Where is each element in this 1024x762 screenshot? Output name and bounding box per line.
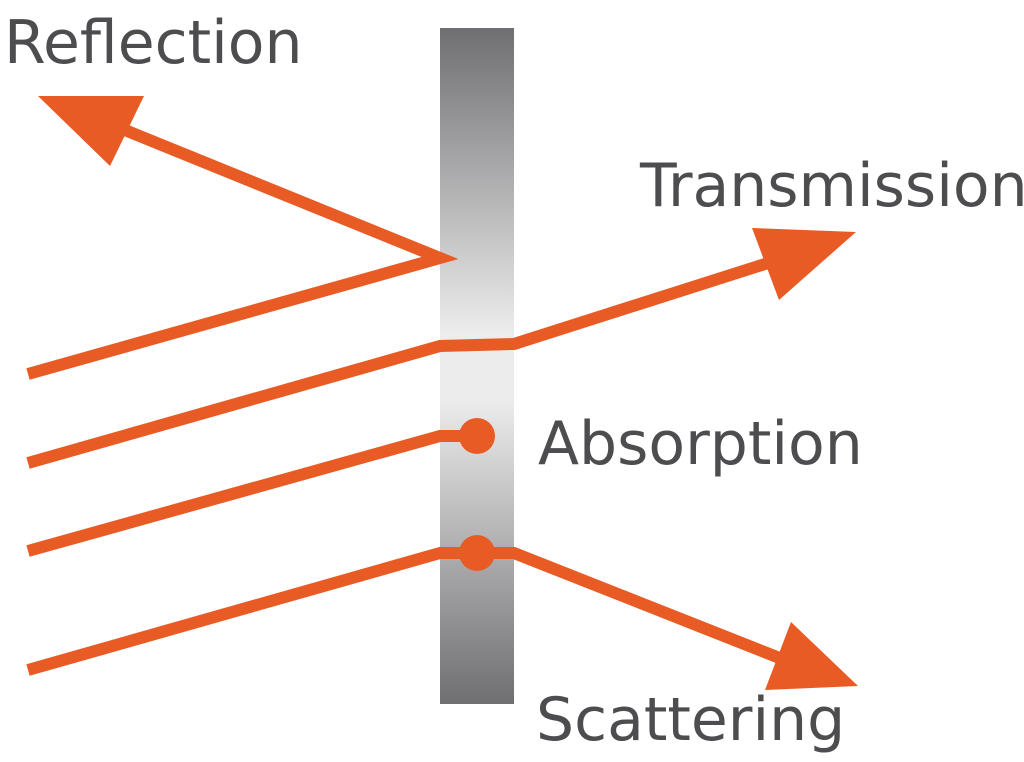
scattering-ray-line	[26, 547, 818, 678]
transmission-arrowhead	[752, 228, 856, 300]
transmission-ray-line	[26, 243, 814, 469]
reflection-arrowhead	[38, 96, 144, 166]
absorption-ray	[26, 418, 495, 557]
reflection-ray	[26, 96, 459, 380]
transmission-ray	[26, 228, 856, 469]
reflection-label: Reflection	[4, 8, 303, 78]
scattering-label: Scattering	[536, 685, 845, 755]
transmission-label: Transmission	[639, 151, 1024, 221]
scattering-arrowhead	[765, 622, 858, 690]
scattering-ray	[26, 535, 858, 690]
reflection-ray-line	[26, 118, 459, 380]
material-slab	[440, 28, 514, 704]
absorption-label: Absorption	[538, 409, 863, 479]
scattering-point	[459, 535, 495, 571]
absorption-point	[459, 418, 495, 454]
absorption-ray-line	[26, 430, 477, 557]
